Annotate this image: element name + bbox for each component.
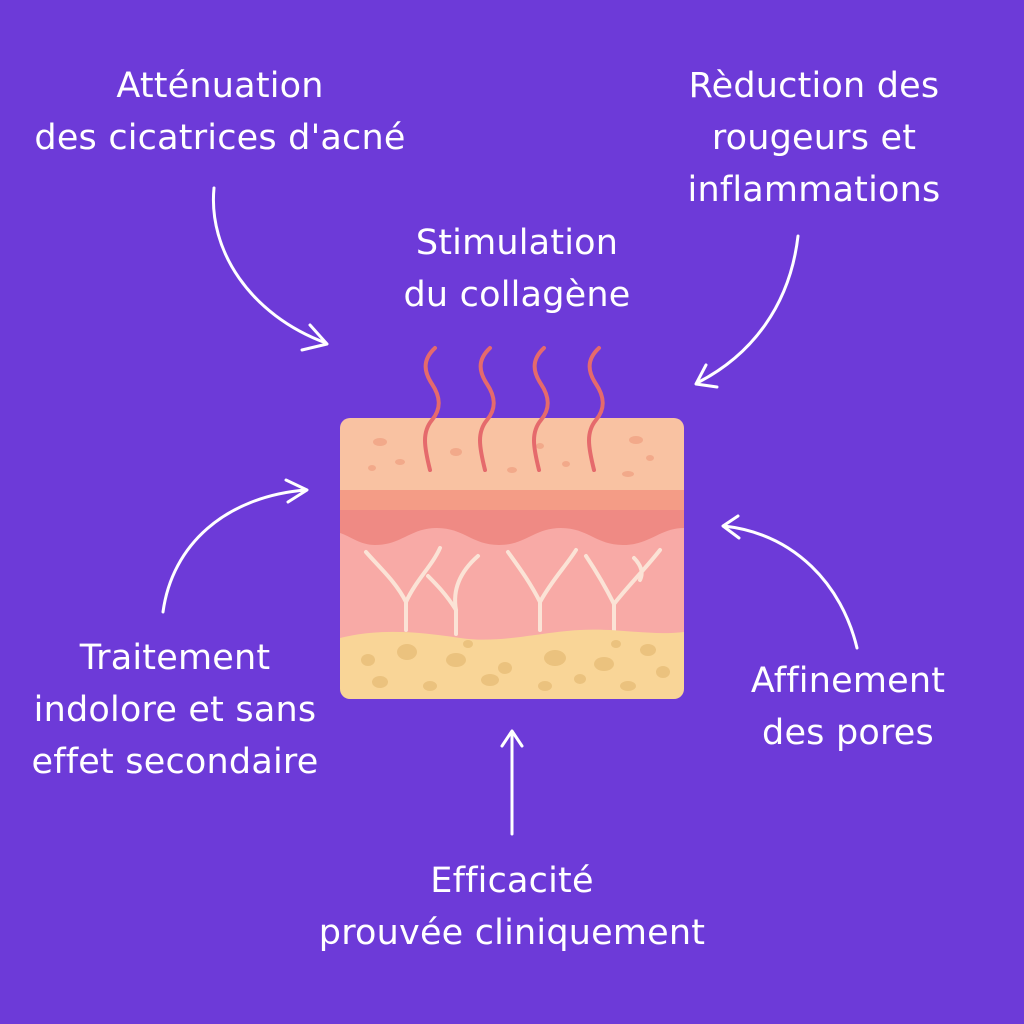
collagen-fibers [364, 546, 662, 636]
hypodermis-layer [340, 629, 684, 699]
label-line: des cicatrices d'acné [34, 118, 406, 158]
heat-wave-icons [423, 346, 605, 472]
epidermis-speckles [368, 436, 654, 477]
skin-cross-section-icon [340, 418, 684, 699]
benefit-label-redness-reduction: Rèduction des rougeurs et inflammations [662, 60, 966, 216]
label-line: prouvée cliniquement [318, 913, 706, 953]
wavy-dermis-boundary [340, 510, 684, 545]
arrow-redness-icon [694, 234, 800, 389]
arrow-clinical-icon [500, 729, 524, 836]
label-line: Efficacité [430, 861, 594, 901]
label-line: Stimulation [415, 223, 619, 263]
benefit-label-acne-scars: Atténuation des cicatrices d'acné [20, 60, 420, 164]
label-line: Affinement [750, 661, 946, 701]
label-line: des pores [762, 713, 934, 753]
epidermis-layer [340, 418, 684, 493]
benefit-label-painless-treatment: Traitement indolore et sans effet second… [10, 632, 340, 788]
label-line: Rèduction des [688, 66, 940, 106]
arrow-pores-icon [721, 514, 859, 650]
label-line: indolore et sans [33, 690, 317, 730]
label-line: effet secondaire [31, 742, 319, 782]
benefit-label-collagen-stimulation: Stimulation du collagène [372, 217, 662, 321]
benefit-label-clinical-efficacy: Efficacité prouvée cliniquement [300, 855, 724, 959]
arrow-painless-icon [161, 478, 309, 614]
label-line: Traitement [79, 638, 271, 678]
arrow-scars-icon [211, 186, 329, 352]
label-line: Atténuation [116, 66, 324, 106]
label-line: du collagène [403, 275, 631, 315]
fat-cells [361, 640, 670, 691]
label-line: rougeurs et [711, 118, 917, 158]
label-line: inflammations [687, 170, 941, 210]
basal-band [340, 490, 684, 512]
benefit-label-pore-refinement: Affinement des pores [728, 655, 968, 759]
